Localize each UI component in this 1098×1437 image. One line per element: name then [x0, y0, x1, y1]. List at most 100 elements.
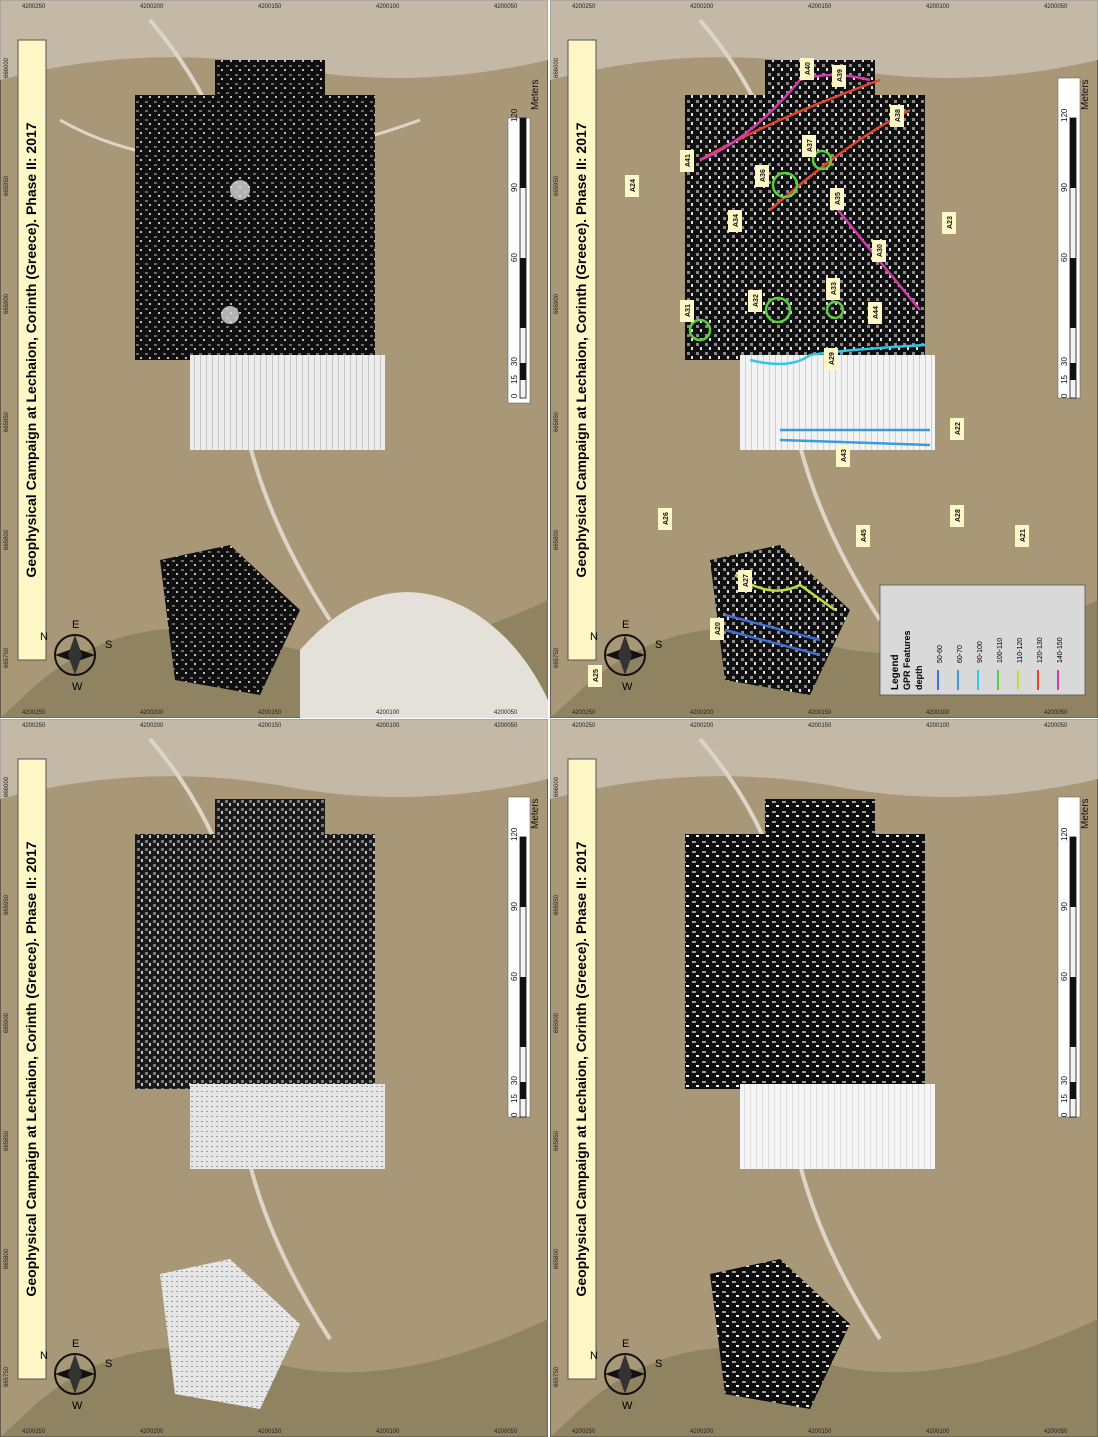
anomaly-label: A43: [841, 449, 848, 462]
scale-tick: 15: [1060, 375, 1069, 384]
feature-line-darkblue: [724, 628, 821, 657]
anomaly-label: A40: [805, 62, 812, 75]
scale-tick: 60: [510, 972, 519, 981]
anomaly-label: A27: [743, 574, 750, 587]
map-panel-bottom-left: Geophysical Campaign at Lechaion, Corint…: [0, 719, 548, 1437]
x-axis-ticks: 665750 665800 665850 665900 665950 66600…: [554, 776, 560, 1387]
y-tick: 4200250: [572, 4, 596, 10]
map-title: Geophysical Campaign at Lechaion, Corint…: [573, 122, 589, 577]
scale-tick: 90: [1060, 183, 1069, 192]
x-axis-ticks: 665750 665800 665850 665900 665950 66600…: [4, 57, 10, 668]
y-tick: 4200100: [376, 4, 400, 10]
y-tick: 4200200: [140, 1429, 164, 1435]
y-tick: 4200050: [1044, 1429, 1068, 1435]
compass-rose-icon: N E S W: [590, 619, 662, 693]
legend-item: 90-100: [977, 641, 984, 690]
x-tick: 665850: [554, 411, 560, 432]
y-tick: 4200250: [22, 710, 46, 716]
x-tick: 666000: [4, 57, 10, 78]
x-tick: 665750: [554, 1366, 560, 1387]
gpr-grid-main: [685, 95, 925, 360]
map-canvas: A40 A39 A41 A24 A38 A37 A36 A35 A34 A23 …: [550, 0, 1098, 718]
compass-w: W: [622, 681, 633, 693]
anomaly-label: A20: [715, 622, 722, 635]
legend-item-label: 50-60: [937, 645, 944, 663]
anomaly-label: A21: [1020, 529, 1027, 542]
scale-tick: 120: [1060, 827, 1069, 841]
compass-rose-icon: N E S W: [590, 1338, 662, 1412]
map-canvas: Geophysical Campaign at Lechaion, Corint…: [0, 0, 548, 718]
anomaly-label: A44: [873, 306, 880, 319]
legend-item: 60-70: [957, 645, 964, 690]
legend-item: 50-60: [937, 645, 944, 690]
scale-tick: 60: [1060, 253, 1069, 262]
map-canvas: Geophysical Campaign at Lechaion, Corint…: [550, 719, 1098, 1437]
y-axis-ticks-bottom: 4200250 4200200 4200150 4200100 4200050: [572, 710, 1068, 716]
y-tick: 4200150: [258, 710, 282, 716]
anomaly-labels: A40 A39 A41 A24 A38 A37 A36 A35 A34 A23 …: [588, 58, 1029, 687]
y-tick: 4200250: [572, 710, 596, 716]
gpr-grid-low-signal: [190, 355, 385, 450]
y-tick: 4200150: [258, 1429, 282, 1435]
anomaly-label: A34: [733, 214, 740, 227]
anomaly-label: A23: [947, 216, 954, 229]
x-tick: 665800: [554, 1248, 560, 1269]
scale-tick: 15: [510, 375, 519, 384]
y-tick: 4200050: [1044, 4, 1068, 10]
y-tick: 4200100: [926, 710, 950, 716]
y-tick: 4200200: [140, 4, 164, 10]
y-tick: 4200100: [926, 4, 950, 10]
title-box: [17, 758, 47, 1380]
anomaly-label: A31: [685, 304, 692, 317]
scale-tick: 0: [510, 393, 519, 398]
x-tick: 666000: [4, 776, 10, 797]
y-axis-ticks-top: 4200250 4200200 4200150 4200100 4200050: [572, 4, 1068, 10]
anomaly-label: A37: [807, 139, 814, 152]
compass-n: N: [590, 631, 598, 643]
feature-line-blue: [779, 438, 931, 447]
scale-tick: 30: [1060, 357, 1069, 366]
feature-circle-green: [764, 296, 792, 324]
compass-s: S: [655, 639, 662, 651]
x-tick: 665950: [4, 175, 10, 196]
x-tick: 665900: [554, 293, 560, 314]
map-panel-top-left: Geophysical Campaign at Lechaion, Corint…: [0, 0, 548, 718]
map-title: Geophysical Campaign at Lechaion, Corint…: [23, 841, 39, 1296]
scale-unit: Meters: [530, 798, 541, 829]
title-box: [17, 39, 47, 661]
legend-item-label: 60-70: [957, 645, 964, 663]
scale-bar: 0 15 30 60 90 120 Meters: [1057, 796, 1091, 1118]
y-tick: 4200100: [376, 1429, 400, 1435]
y-axis-ticks-top: 4200250 4200200 4200150 4200100 4200050: [22, 4, 518, 10]
compass-s: S: [105, 639, 112, 651]
feature-circle-green: [688, 318, 712, 342]
legend-item: 100-110: [997, 638, 1004, 690]
anomaly-label: A45: [861, 529, 868, 542]
y-tick: 4200150: [808, 723, 832, 729]
y-tick: 4200200: [690, 4, 714, 10]
y-tick: 4200250: [572, 723, 596, 729]
x-tick: 665950: [554, 894, 560, 915]
x-tick: 666000: [554, 776, 560, 797]
compass-e: E: [622, 619, 629, 631]
map-title: Geophysical Campaign at Lechaion, Corint…: [573, 841, 589, 1296]
y-tick: 4200100: [926, 1429, 950, 1435]
x-tick: 665800: [4, 529, 10, 550]
gpr-grid-main: [135, 95, 375, 360]
legend-item: 120-130: [1037, 637, 1044, 690]
y-tick: 4200200: [140, 723, 164, 729]
shoreline-area: [300, 592, 548, 718]
anomaly-label: A29: [829, 352, 836, 365]
scale-tick: 30: [510, 1076, 519, 1085]
anomaly-label: A32: [753, 294, 760, 307]
y-tick: 4200050: [494, 1429, 518, 1435]
legend-depth-label: depth: [914, 666, 924, 691]
compass-w: W: [72, 681, 83, 693]
x-tick: 665800: [4, 1248, 10, 1269]
feature-circle-green: [825, 300, 845, 320]
gpr-grid-west: [160, 545, 300, 695]
compass-n: N: [590, 1350, 598, 1362]
legend-item-label: 140-150: [1057, 637, 1064, 663]
y-axis-ticks-top: 4200250 4200200 4200150 4200100 4200050: [22, 723, 518, 729]
y-tick: 4200100: [376, 710, 400, 716]
